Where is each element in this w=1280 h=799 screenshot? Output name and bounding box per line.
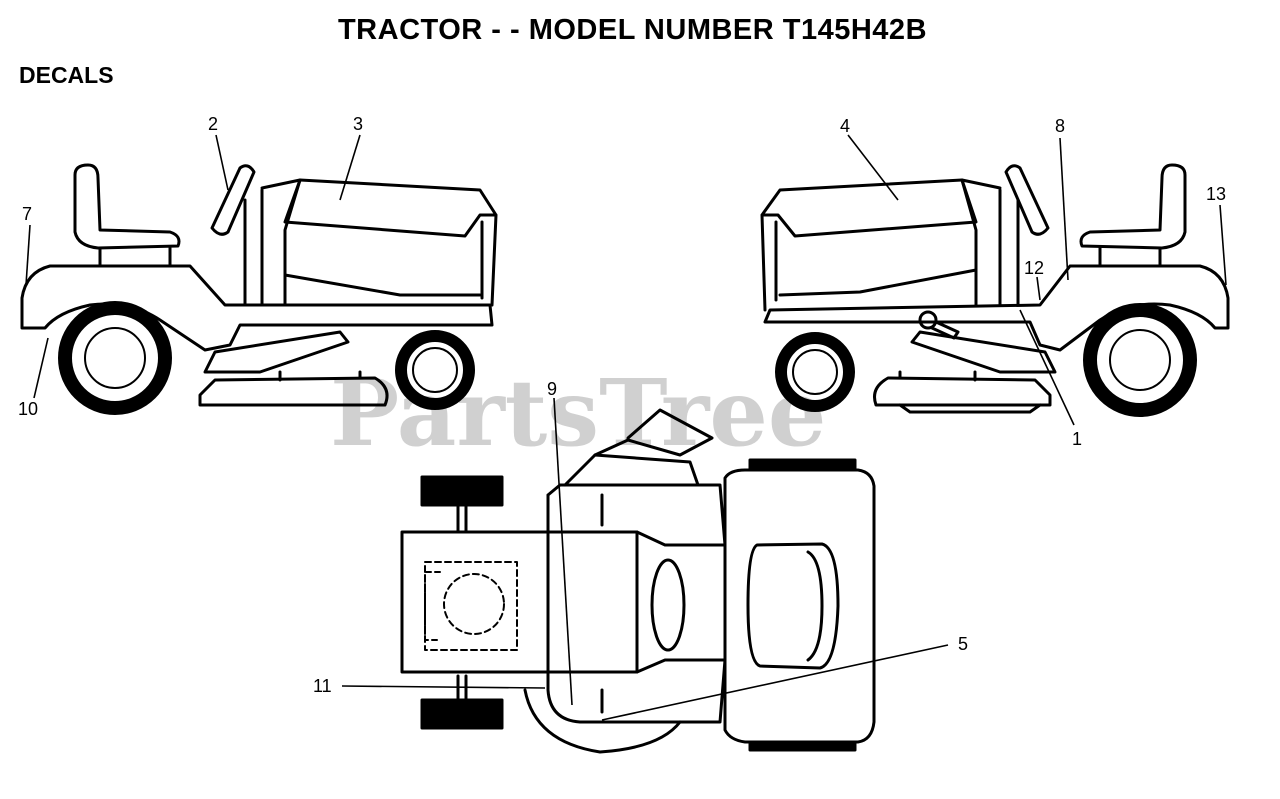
tractor-top-view [400,408,876,754]
right-view-rear-wheel [1083,303,1197,417]
callout-8: 8 [1055,116,1065,136]
callout-12: 12 [1024,258,1044,278]
tractor-left-side-view [20,163,498,407]
callout-9: 9 [547,379,557,399]
callout-11: 11 [313,676,332,696]
callout-4: 4 [840,116,850,136]
callout-7: 7 [22,204,32,224]
callout-2: 2 [208,114,218,134]
callout-10: 10 [18,399,38,419]
left-view-rear-wheel [58,301,172,415]
watermark-text: PartsTree [330,359,826,467]
callouts: 2 3 7 10 4 8 13 12 1 9 5 11 [18,114,1226,696]
callout-3: 3 [353,114,363,134]
callout-13: 13 [1206,184,1226,204]
tractor-right-side-view [760,163,1230,414]
callout-1: 1 [1072,429,1082,449]
page-title: TRACTOR - - MODEL NUMBER T145H42B [337,14,928,46]
right-view-front-wheel [775,332,855,412]
leader-lines [25,134,1227,721]
callout-5: 5 [958,634,968,654]
left-view-front-wheel [395,330,475,410]
section-label: DECALS [19,62,114,88]
